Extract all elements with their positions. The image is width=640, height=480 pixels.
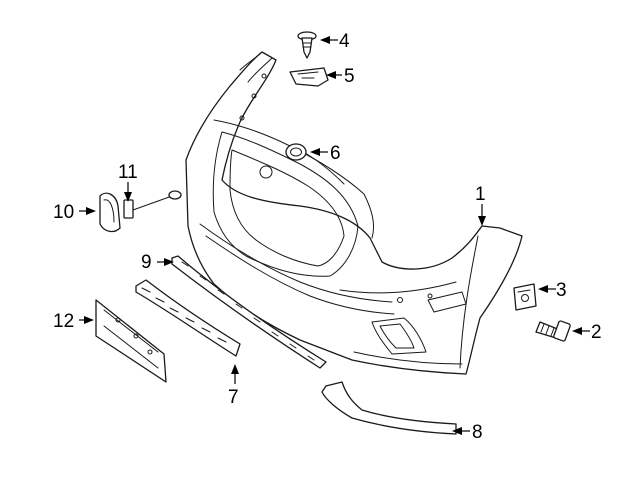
callout-1: 1: [475, 184, 486, 205]
bracket: [289, 67, 329, 87]
license-bracket: [95, 299, 167, 383]
callout-3: 3: [556, 280, 567, 301]
clip: [513, 283, 537, 311]
bolt: [535, 320, 571, 342]
trim-molding: [321, 381, 457, 435]
tether-cable: [123, 190, 182, 219]
callout-2: 2: [591, 322, 602, 343]
callout-5: 5: [344, 66, 355, 87]
grille-strip: [135, 279, 241, 357]
grommet: [285, 143, 307, 161]
bumper-cover: [185, 51, 523, 375]
callout-9: 9: [141, 252, 152, 273]
callout-4: 4: [339, 31, 350, 52]
molding-strip: [171, 255, 327, 369]
tow-hook-cover: [99, 192, 121, 233]
screw: [297, 31, 317, 59]
callout-11: 11: [118, 162, 138, 183]
callout-7: 7: [228, 387, 239, 408]
callout-labels: 1 2 3 4 5 6 7 8 9 10 11 12: [53, 31, 602, 443]
callout-8: 8: [472, 422, 483, 443]
callout-10: 10: [53, 202, 74, 223]
leader-lines: [79, 36, 590, 435]
callout-12: 12: [53, 311, 74, 332]
callout-6: 6: [330, 143, 341, 164]
